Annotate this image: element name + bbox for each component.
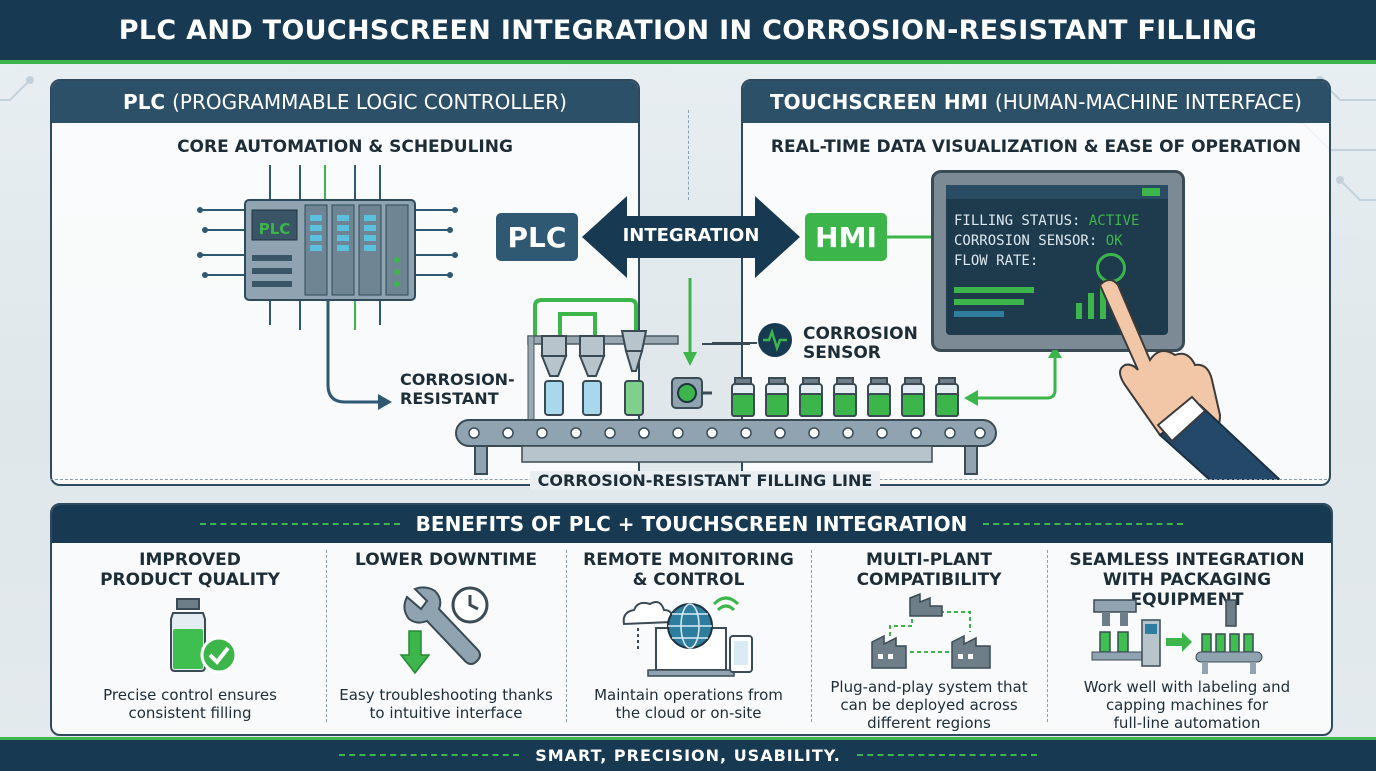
benefits-panel: BENEFITS OF PLC + TOUCHSCREEN INTEGRATIO… xyxy=(50,503,1333,736)
benefit-item-quality: IMPROVED PRODUCT QUALITY xyxy=(60,550,320,590)
benefit-title-line: MULTI-PLANT xyxy=(866,550,992,570)
benefit-desc-line: Plug-and-play system that xyxy=(830,678,1028,696)
benefit-item-downtime: LOWER DOWNTIME xyxy=(330,550,562,570)
plc-panel-title: PLC xyxy=(123,90,166,114)
chart-bar-2 xyxy=(1088,293,1094,319)
plc-device-illustration xyxy=(197,165,458,335)
flow-bar-3 xyxy=(954,311,1004,317)
page-title: PLC AND TOUCHSCREEN INTEGRATION IN CORRO… xyxy=(118,14,1258,46)
hmi-panel-header: TOUCHSCREEN HMI (HUMAN-MACHINE INTERFACE… xyxy=(743,81,1329,123)
hmi-link-line xyxy=(887,235,937,239)
hmi-panel-title-paren: (HUMAN-MACHINE INTERFACE) xyxy=(994,90,1302,114)
benefit-desc-line: to intuitive interface xyxy=(369,704,523,722)
corrosion-sensor-row: CORROSION SENSOR: OK xyxy=(954,233,1123,249)
chart-bar-3 xyxy=(1100,285,1106,319)
benefit-desc-line: the cloud or on-site xyxy=(615,704,762,722)
benefit-desc-line: different regions xyxy=(867,714,991,732)
plc-panel-header: PLC (PROGRAMMABLE LOGIC CONTROLLER) xyxy=(52,81,638,123)
benefit-desc-packaging: Work well with labeling and capping mach… xyxy=(1051,678,1323,732)
benefit-desc-remote: Maintain operations from the cloud or on… xyxy=(570,686,807,722)
filling-status-label: FILLING STATUS: xyxy=(954,213,1081,229)
corrosion-resistant-label-1: CORROSION- xyxy=(400,370,515,389)
benefit-item-packaging: SEAMLESS INTEGRATION WITH PACKAGING EQUI… xyxy=(1051,550,1323,610)
benefit-desc-line: consistent filling xyxy=(128,704,252,722)
benefit-item-remote: REMOTE MONITORING & CONTROL xyxy=(570,550,807,590)
filling-line-label: CORROSION-RESISTANT FILLING LINE xyxy=(530,471,880,490)
corrosion-sensor-value: OK xyxy=(1105,233,1123,249)
footer-deco-left xyxy=(339,754,520,757)
benefit-desc-downtime: Easy troubleshooting thanks to intuitive… xyxy=(330,686,562,722)
integration-down-arrow xyxy=(683,278,697,366)
packaging-line-icon xyxy=(1091,599,1263,674)
center-divider xyxy=(688,110,689,200)
benefits-header-deco-right xyxy=(983,522,1184,526)
cloud-globe-icon xyxy=(622,596,753,677)
benefit-desc-line: Maintain operations from xyxy=(594,686,783,704)
hmi-feedback-arrow xyxy=(964,350,1062,406)
benefit-item-multiplant: MULTI-PLANT COMPATIBILITY xyxy=(815,550,1043,590)
corrosion-sensor-label-2: SENSOR xyxy=(803,343,881,363)
benefit-title-line: SEAMLESS INTEGRATION xyxy=(1069,550,1305,570)
benefit-desc-line: Work well with labeling and xyxy=(1083,678,1291,696)
corrosion-resistant-label-2: RESISTANT xyxy=(400,389,499,408)
benefit-title-line: COMPATIBILITY xyxy=(856,570,1002,590)
flow-bar-1 xyxy=(954,287,1034,293)
factory-network-icon xyxy=(871,592,991,669)
hmi-chip: HMI xyxy=(805,213,887,261)
hmi-panel-title: TOUCHSCREEN HMI xyxy=(770,90,988,114)
integration-arrow xyxy=(582,196,800,278)
plc-panel-title-paren: (PROGRAMMABLE LOGIC CONTROLLER) xyxy=(172,90,567,114)
benefit-title-line: LOWER DOWNTIME xyxy=(354,550,538,570)
plc-panel-subtitle: CORE AUTOMATION & SCHEDULING xyxy=(177,137,513,157)
flow-bar-2 xyxy=(954,299,1024,305)
sensor-link-line xyxy=(712,342,757,344)
benefit-title-line: IMPROVED xyxy=(139,550,241,570)
benefit-desc-line: Precise control ensures xyxy=(103,686,277,704)
benefit-divider xyxy=(1047,550,1048,722)
corrosion-sensor-label: CORROSION SENSOR xyxy=(803,325,918,363)
hmi-screen-topbar xyxy=(946,185,1168,199)
footer-deco-right xyxy=(856,754,1037,757)
footer-tagline: SMART, PRECISION, USABILITY. xyxy=(535,746,841,765)
battery-icon xyxy=(1142,188,1160,196)
corrosion-sensor-icon xyxy=(758,323,792,357)
filling-status-row: FILLING STATUS: ACTIVE xyxy=(954,213,1139,229)
corrosion-sensor-label: CORROSION SENSOR: xyxy=(954,233,1098,249)
chart-bar-1 xyxy=(1076,303,1082,319)
filling-line-illustration xyxy=(455,298,997,475)
plc-output-arrow xyxy=(326,330,392,410)
integration-label: INTEGRATION xyxy=(622,225,760,246)
benefit-desc-line: Easy troubleshooting thanks xyxy=(339,686,553,704)
benefit-title-line: & CONTROL xyxy=(632,570,745,590)
wrench-clock-icon xyxy=(399,586,489,675)
corrosion-resistant-label: CORROSION- RESISTANT xyxy=(400,370,515,408)
benefits-header: BENEFITS OF PLC + TOUCHSCREEN INTEGRATIO… xyxy=(52,505,1331,543)
benefits-header-title: BENEFITS OF PLC + TOUCHSCREEN INTEGRATIO… xyxy=(415,512,968,536)
benefit-divider xyxy=(326,550,327,722)
hmi-screen-frame: FILLING STATUS: ACTIVE CORROSION SENSOR:… xyxy=(931,170,1185,352)
plc-chip: PLC xyxy=(496,213,578,261)
footer-bar: SMART, PRECISION, USABILITY. xyxy=(0,737,1376,771)
benefit-desc-multiplant: Plug-and-play system that can be deploye… xyxy=(815,678,1043,732)
hmi-panel-subtitle: REAL-TIME DATA VISUALIZATION & EASE OF O… xyxy=(770,137,1302,157)
benefit-divider xyxy=(811,550,812,722)
benefit-desc-line: can be deployed across xyxy=(840,696,1018,714)
benefit-desc-line: capping machines for xyxy=(1105,696,1269,714)
hand-illustration xyxy=(1098,279,1280,480)
benefit-title-line: REMOTE MONITORING xyxy=(583,550,794,570)
flow-rate-label: FLOW RATE: xyxy=(954,253,1039,269)
benefit-divider xyxy=(566,550,567,722)
title-bar: PLC AND TOUCHSCREEN INTEGRATION IN CORRO… xyxy=(0,0,1376,64)
hmi-screen[interactable]: FILLING STATUS: ACTIVE CORROSION SENSOR:… xyxy=(946,185,1168,335)
benefit-title-line: WITH PACKAGING EQUIPMENT xyxy=(1102,570,1272,610)
filling-status-value: ACTIVE xyxy=(1088,213,1140,229)
benefit-title-line: PRODUCT QUALITY xyxy=(100,570,280,590)
benefit-desc-line: full-line automation xyxy=(1113,714,1261,732)
plc-panel: PLC (PROGRAMMABLE LOGIC CONTROLLER) CORE… xyxy=(50,79,640,486)
benefits-header-deco-left xyxy=(199,522,400,526)
corrosion-sensor-label-1: CORROSION xyxy=(803,324,918,344)
bottle-check-icon xyxy=(170,598,238,674)
plc-device-label: PLC xyxy=(258,220,291,238)
benefit-desc-quality: Precise control ensures consistent filli… xyxy=(60,686,320,722)
